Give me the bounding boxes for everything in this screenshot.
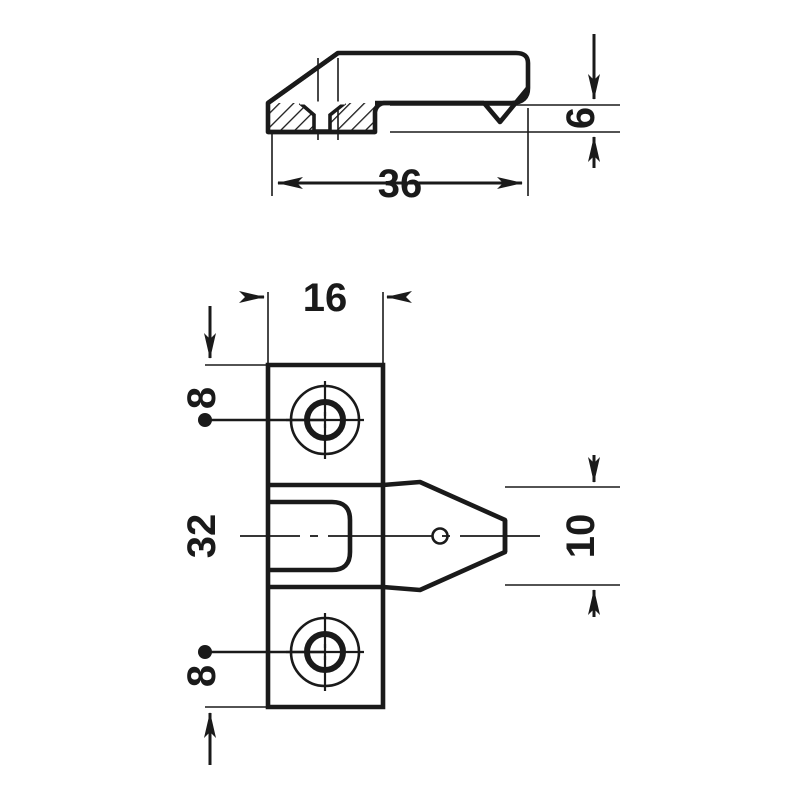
dimension-10-label: 10 — [559, 514, 603, 559]
dimension-8-top-label: 8 — [180, 387, 224, 409]
side-view-slope-edge — [266, 51, 340, 105]
dimension-6: 6 — [559, 34, 603, 168]
dimension-6-label: 6 — [559, 107, 603, 129]
mounting-plate-outline — [265, 362, 386, 710]
side-view-outline — [265, 50, 531, 135]
v-notch — [482, 86, 530, 125]
dimension-16: 16 — [239, 276, 412, 320]
side-view-section-base — [268, 101, 375, 133]
upper-countersunk-hole — [198, 381, 364, 459]
side-view-group: 36 6 — [265, 34, 620, 206]
pivot-pin-hole — [431, 527, 449, 545]
front-view-extension-lines — [205, 292, 620, 708]
dimension-36-label: 36 — [378, 162, 423, 206]
dimension-32-label: 32 — [180, 514, 224, 559]
lower-countersunk-hole — [198, 613, 364, 691]
dimension-36: 36 — [277, 162, 523, 206]
dimension-8-bottom: 8 — [180, 665, 224, 765]
front-view-group: 16 8 32 8 10 — [180, 276, 620, 765]
dimension-10: 10 — [559, 455, 603, 617]
dimension-16-label: 16 — [303, 276, 348, 320]
dimension-8-bottom-label: 8 — [180, 665, 224, 687]
dimension-8-top: 8 — [180, 306, 224, 409]
dimension-32: 32 — [180, 514, 224, 559]
